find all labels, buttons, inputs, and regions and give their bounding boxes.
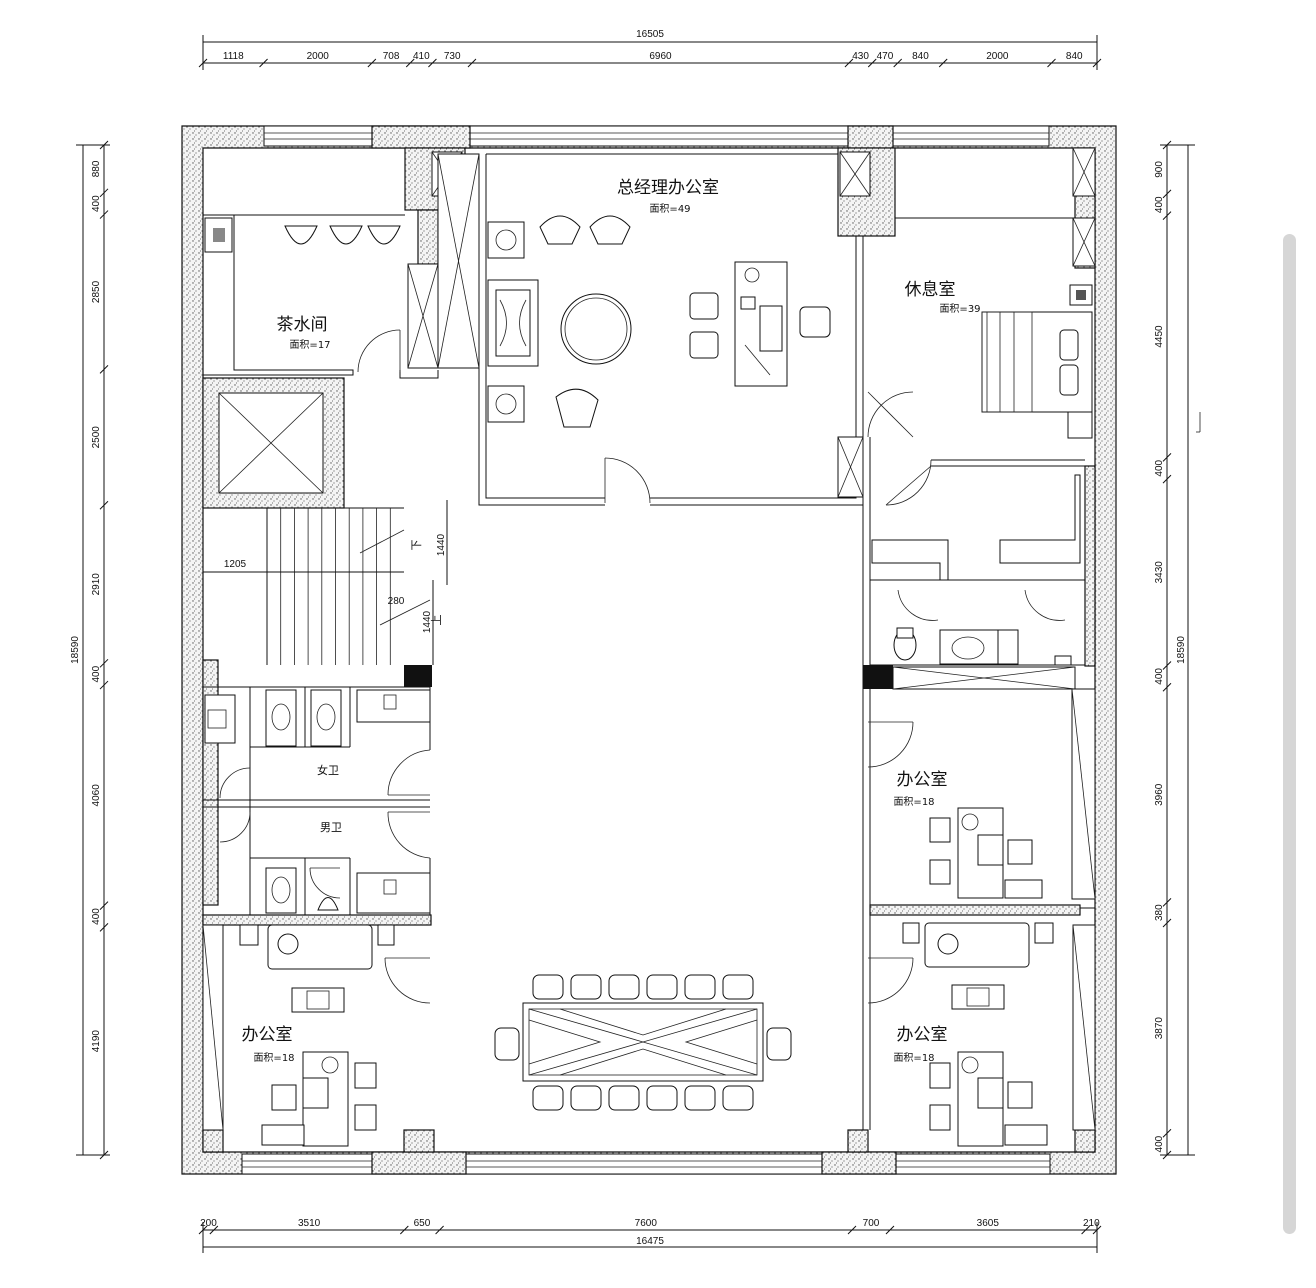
dim-bottom-seg-0: 200	[200, 1218, 217, 1229]
dim-right-seg-4: 3430	[1154, 561, 1165, 584]
dim-right-seg-7: 380	[1154, 904, 1165, 921]
dim-stair-width: 1205	[224, 559, 247, 570]
dim-top-seg-9: 2000	[986, 51, 1009, 62]
dim-left-seg-4: 2910	[91, 573, 102, 596]
dim-bottom-seg-2: 650	[414, 1218, 431, 1229]
dim-left-seg-1: 400	[91, 195, 102, 212]
left-restroom-furniture	[204, 687, 431, 915]
conference-chair	[684, 1085, 716, 1111]
room-name-womens-wc: 女卫	[317, 763, 339, 777]
conference-table	[494, 974, 792, 1111]
conference-chair	[646, 974, 678, 1000]
right-bathroom-furniture	[871, 474, 1081, 666]
dim-right-seg-5: 400	[1154, 668, 1165, 685]
dim-right-seg-9: 400	[1154, 1135, 1165, 1152]
dimensions-left: 18590 880 400 2850 2500 2910 400 4060 400 4190	[70, 140, 110, 1160]
dim-left-seg-3: 2500	[91, 426, 102, 449]
dim-top-seg-1: 2000	[307, 51, 330, 62]
tea-room-furniture	[284, 225, 401, 245]
vertical-scrollbar[interactable]	[1283, 234, 1296, 1234]
stair-down-label: 下	[410, 540, 423, 551]
dim-top-seg-7: 470	[877, 51, 894, 62]
dim-top-total: 16505	[636, 29, 664, 40]
dimensions-bottom: 200 3510 650 7600 700 3605 210 16475	[198, 1218, 1102, 1253]
interior-walls	[202, 147, 1096, 1131]
conference-chair	[608, 1085, 640, 1111]
dim-stair-tread: 280	[388, 596, 405, 607]
dim-right-total: 18590	[1176, 636, 1187, 664]
room-name-tea-room: 茶水间	[277, 315, 328, 335]
room-name-office-right-bottom: 办公室	[897, 1025, 948, 1045]
dim-right-seg-6: 3960	[1154, 783, 1165, 806]
dim-top-seg-0: 1118	[223, 51, 244, 62]
room-name-gm-office: 总经理办公室	[617, 178, 719, 198]
dim-stair-run-down: 1440	[436, 533, 447, 556]
dim-right-seg-3: 400	[1154, 459, 1165, 476]
conference-chair	[722, 974, 754, 1000]
room-labels: 总经理办公室 面积=49 茶水间 面积=17 休息室 面积=39 办公室 面积=…	[242, 178, 981, 1064]
conference-chair	[608, 974, 640, 1000]
stair-up-label: 上	[430, 615, 443, 626]
dim-bottom-seg-4: 700	[863, 1218, 880, 1229]
dim-top-seg-8: 840	[912, 51, 929, 62]
dim-bottom-total: 16475	[636, 1236, 664, 1247]
room-area-office-right-bottom: 面积=18	[893, 1052, 934, 1064]
room-name-mens-wc: 男卫	[320, 821, 342, 834]
conference-chair	[570, 1085, 602, 1111]
dim-right-seg-1: 400	[1154, 196, 1165, 213]
conference-chair	[532, 1085, 564, 1111]
room-area-office-right-mid: 面积=18	[893, 796, 934, 808]
room-area-rest-room: 面积=39	[939, 303, 980, 315]
conference-chair	[684, 974, 716, 1000]
conference-chair	[570, 974, 602, 1000]
dim-left-seg-6: 4060	[91, 784, 102, 807]
dim-right-seg-2: 4450	[1154, 325, 1165, 348]
dim-left-total: 18590	[70, 636, 81, 664]
dim-bottom-seg-5: 3605	[977, 1218, 1000, 1229]
dim-bottom-seg-1: 3510	[298, 1218, 321, 1229]
conference-chair	[722, 1085, 754, 1111]
dim-right-seg-0: 900	[1154, 161, 1165, 178]
dim-top-seg-2: 708	[383, 51, 400, 62]
conference-chair	[532, 974, 564, 1000]
doors	[219, 329, 1066, 1004]
dim-right-seg-8: 3870	[1154, 1017, 1165, 1040]
office-furniture	[239, 807, 1054, 1147]
dim-bottom-seg-3: 7600	[635, 1218, 658, 1229]
gm-office-furniture	[487, 215, 831, 428]
stair-annotations: 1205 280 1440 1440 下 上	[203, 500, 448, 665]
room-name-office-right-mid: 办公室	[897, 770, 948, 790]
room-area-gm-office: 面积=49	[649, 203, 690, 215]
room-name-rest-room: 休息室	[905, 280, 956, 300]
dim-bottom-seg-6: 210	[1083, 1218, 1100, 1229]
room-area-tea-room: 面积=17	[289, 339, 330, 351]
dim-left-seg-2: 2850	[91, 280, 102, 303]
dim-top-seg-10: 840	[1066, 51, 1083, 62]
dim-left-seg-5: 400	[91, 665, 102, 682]
dimensions-top: 16505 1118 2000 708 410 730 6960 430 470 840 2000…	[198, 29, 1102, 70]
rest-room-furniture	[981, 284, 1093, 439]
room-area-office-left-bottom: 面积=18	[253, 1052, 294, 1064]
dim-top-seg-5: 6960	[649, 51, 672, 62]
dim-top-seg-4: 730	[444, 51, 461, 62]
dim-top-seg-6: 430	[852, 51, 869, 62]
dim-left-seg-8: 4190	[91, 1030, 102, 1053]
dim-top-seg-3: 410	[413, 51, 430, 62]
room-name-office-left-bottom: 办公室	[242, 1025, 293, 1045]
dim-left-seg-0: 880	[91, 160, 102, 177]
conference-chair	[646, 1085, 678, 1111]
dimensions-right: 900 400 4450 400 3430 400 3960 380 3870 400 18590	[1154, 140, 1201, 1160]
dim-stair-run-up: 1440	[422, 610, 433, 633]
staircase	[203, 507, 432, 687]
dim-left-seg-7: 400	[91, 908, 102, 925]
